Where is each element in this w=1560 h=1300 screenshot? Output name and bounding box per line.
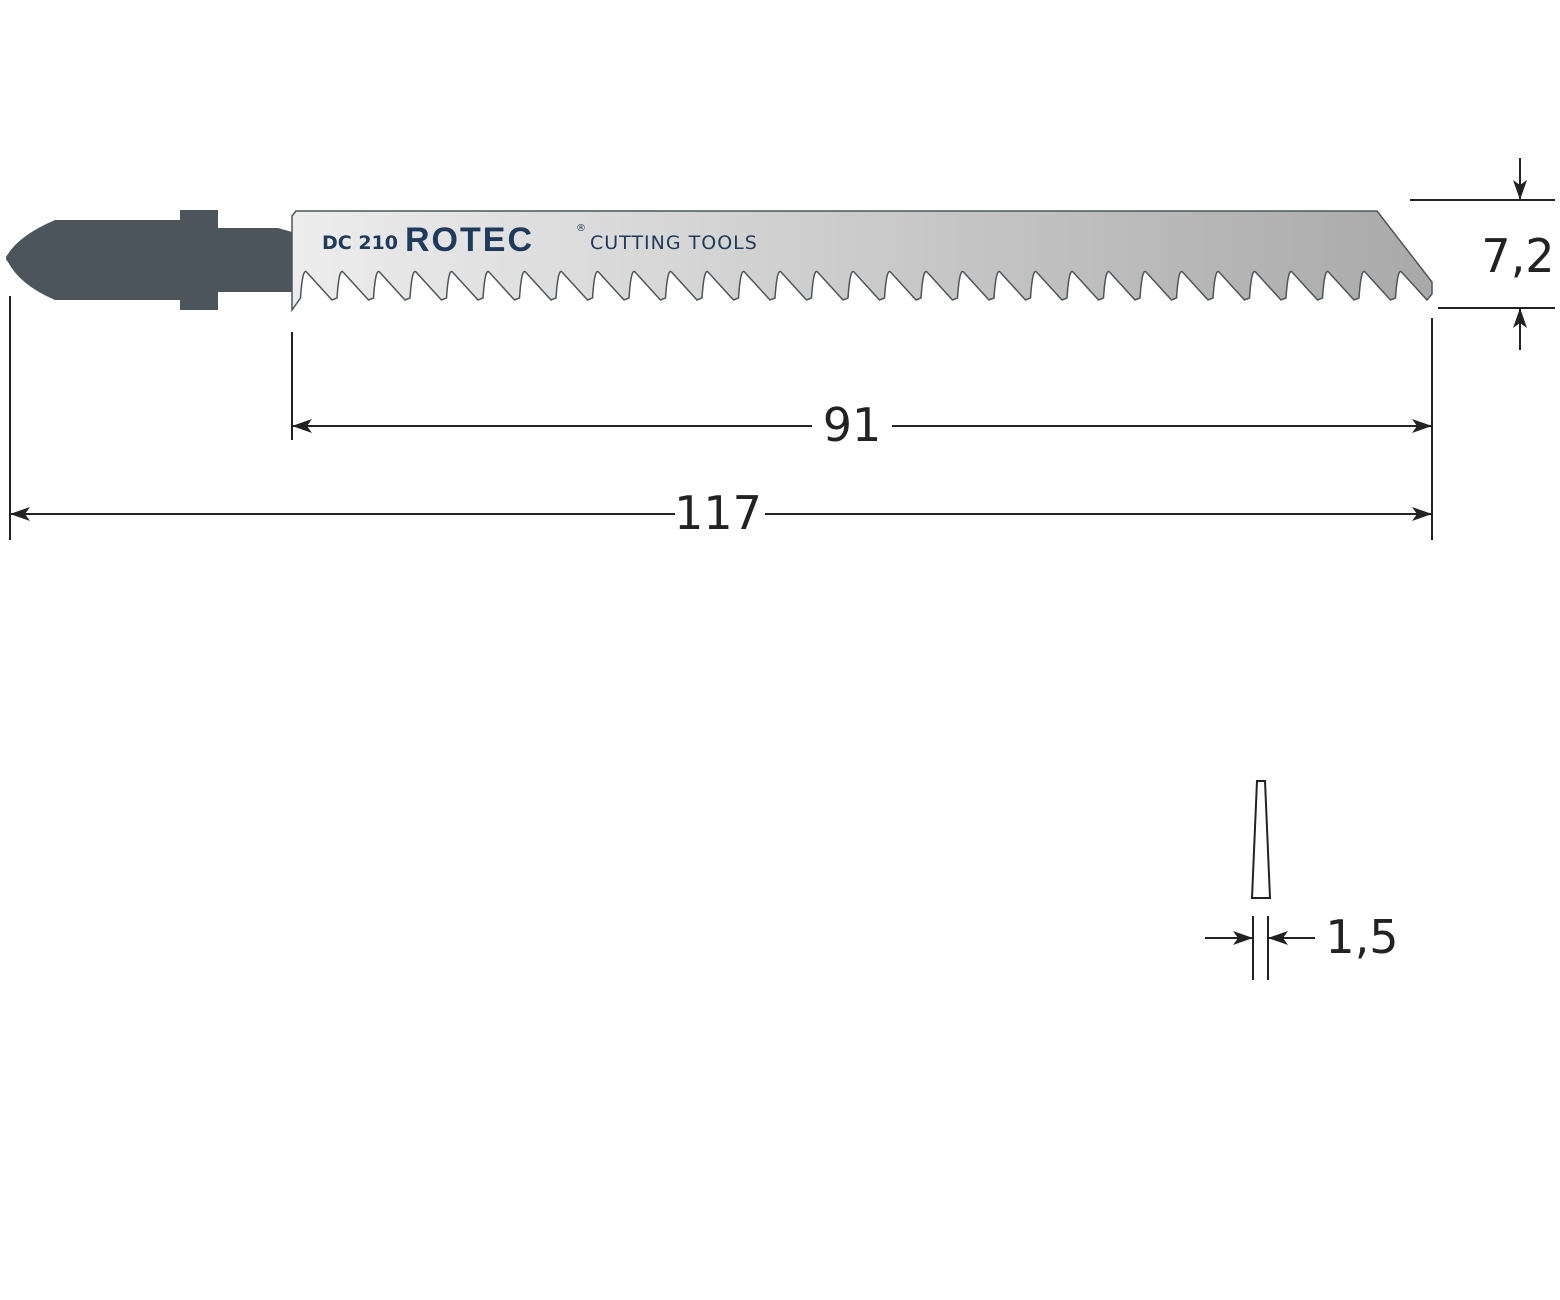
thickness-dimension-label: 1,5 [1325, 910, 1398, 964]
blade-body [291, 210, 1433, 313]
blade-model-label: DC 210 [322, 232, 398, 254]
width-dimension-label: 7,2 [1481, 229, 1554, 283]
blade-tagline: CUTTING TOOLS [590, 232, 758, 254]
working-length-label: 91 [823, 398, 882, 452]
registered-mark: ® [576, 223, 586, 234]
blade-shank [6, 210, 292, 310]
brand-logo: ROTEC [405, 221, 534, 259]
total-length-label: 117 [674, 486, 762, 540]
thickness-cross-section [1250, 780, 1272, 899]
